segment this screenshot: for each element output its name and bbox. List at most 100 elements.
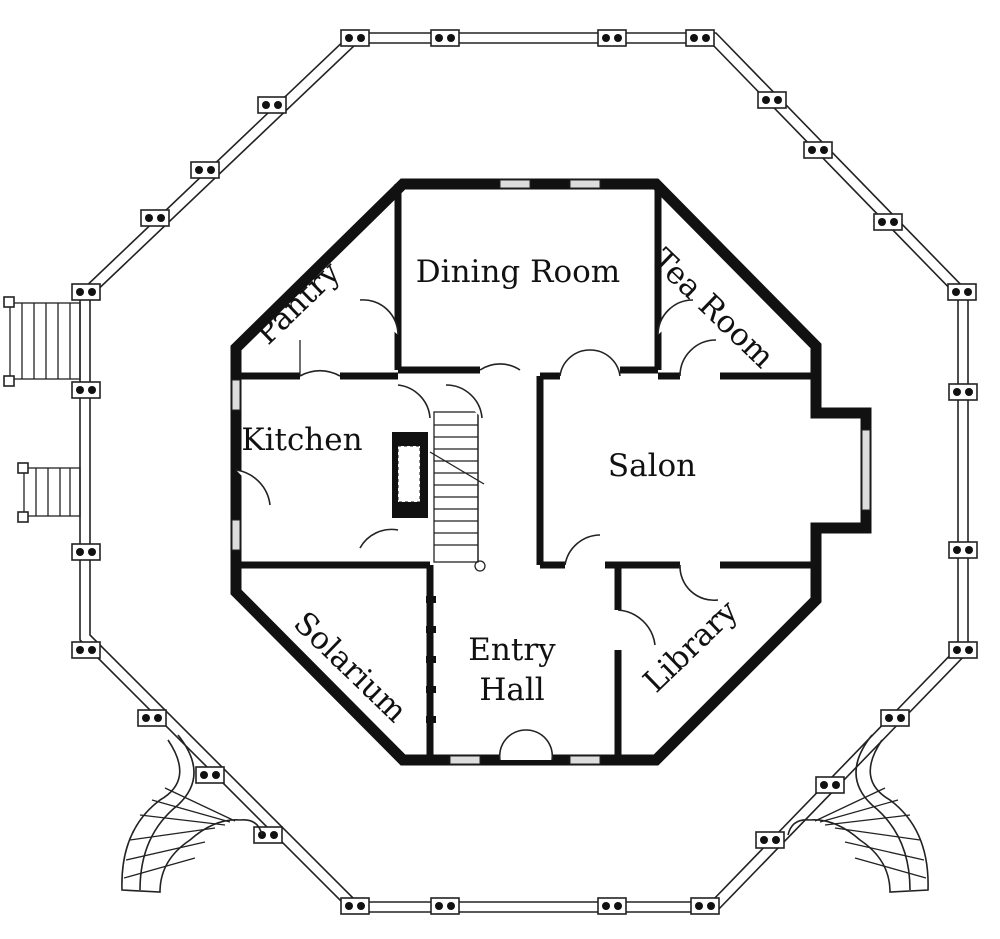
veranda-post-dot [262,101,270,109]
veranda-post [137,709,167,727]
veranda-post-dot [965,646,973,654]
veranda-post [195,766,225,784]
veranda-post-dot [614,902,622,910]
veranda-post-dot [88,548,96,556]
veranda-post-dot [885,714,893,722]
room-labels: Dining Room Tea Room Pantry Kitchen Salo… [241,242,781,730]
curved-stairs-left [121,734,263,893]
veranda-post-dot [357,902,365,910]
veranda-post-dot [965,546,973,554]
veranda-post-dot [953,546,961,554]
windows [231,179,871,765]
left-steps-lower [17,462,81,523]
veranda-post [947,283,977,301]
curved-stairs-right [787,734,929,893]
veranda-post-dot [88,288,96,296]
label-salon: Salon [608,448,696,484]
veranda-post-dot [200,771,208,779]
veranda-post [815,776,845,794]
veranda-post-dot [772,836,780,844]
veranda-post [948,541,978,559]
veranda-post-dot [707,902,715,910]
veranda-post-dot [890,218,898,226]
veranda-post [140,209,170,227]
veranda-post [71,543,101,561]
veranda-post-dot [695,902,703,910]
left-steps-upper [3,296,81,387]
house-exterior-walls [230,178,872,766]
veranda-post [71,381,101,399]
veranda-post [430,897,460,915]
veranda-post-dot [602,902,610,910]
label-entry: Entry [468,632,556,668]
veranda-post-dot [965,388,973,396]
veranda-post-dot [760,836,768,844]
veranda-post-dot [702,34,710,42]
veranda-post [880,709,910,727]
veranda-post-dot [447,902,455,910]
veranda-post-dot [76,386,84,394]
veranda-post-dot [345,902,353,910]
veranda-post-dot [447,34,455,42]
veranda-post-dot [76,288,84,296]
veranda-post-dot [274,101,282,109]
veranda-post-dot [832,781,840,789]
label-tea-room: Tea Room [644,242,781,376]
veranda-post-dot [212,771,220,779]
label-kitchen: Kitchen [241,422,362,458]
veranda-post-dot [820,781,828,789]
veranda-post [803,141,833,159]
veranda-post-dot [195,166,203,174]
veranda-post-dot [690,34,698,42]
veranda-post [755,831,785,849]
veranda-post-dot [76,548,84,556]
veranda-post-dot [614,34,622,42]
veranda-post-dot [357,34,365,42]
veranda-post [597,29,627,47]
veranda-post [757,91,787,109]
veranda-post-dot [774,96,782,104]
veranda-post-dot [207,166,215,174]
veranda-post [685,29,715,47]
label-pantry: Pantry [249,254,348,352]
veranda-post [257,96,287,114]
veranda-post-dot [897,714,905,722]
label-hall: Hall [479,672,544,708]
veranda-post-dot [154,714,162,722]
veranda-post-dot [435,34,443,42]
veranda-post-dot [145,214,153,222]
veranda-post-dot [76,646,84,654]
veranda-post-dot [602,34,610,42]
veranda-post-dot [435,902,443,910]
veranda-post [430,29,460,47]
veranda-post-dot [952,288,960,296]
veranda-post-dot [820,146,828,154]
veranda-post [948,641,978,659]
veranda-post-dot [762,96,770,104]
veranda-post [948,383,978,401]
label-dining-room: Dining Room [416,254,620,290]
doors [235,299,719,761]
veranda-post [71,641,101,659]
veranda-post [690,897,720,915]
veranda-post [340,897,370,915]
veranda-post-dot [157,214,165,222]
veranda-post-dot [953,646,961,654]
veranda-post-dot [345,34,353,42]
veranda-post-dot [878,218,886,226]
veranda-post-dot [270,831,278,839]
staircase [429,411,486,572]
veranda-post [873,213,903,231]
veranda-post-dot [142,714,150,722]
veranda-post [340,29,370,47]
veranda-post-dot [964,288,972,296]
veranda-post [597,897,627,915]
veranda-post [71,283,101,301]
veranda-post-dot [953,388,961,396]
veranda-post [190,161,220,179]
veranda-post-dot [88,386,96,394]
veranda-post-dot [88,646,96,654]
veranda-post-dot [808,146,816,154]
solarium-columns [426,596,436,723]
